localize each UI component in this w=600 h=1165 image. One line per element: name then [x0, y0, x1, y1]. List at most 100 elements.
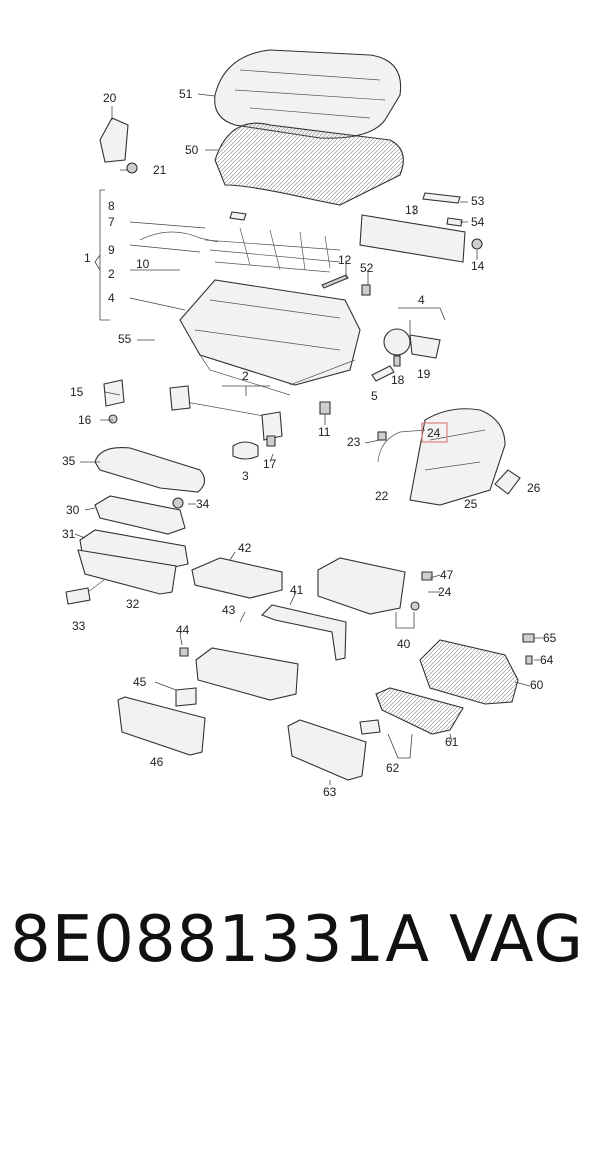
- part-25-side-trim: [409, 408, 506, 506]
- part-7-spring-mat: [204, 227, 341, 273]
- part-19-bracket: [409, 334, 441, 359]
- part-20-bracket: [99, 117, 129, 163]
- part-17-pin: [266, 435, 276, 447]
- part-53-clip: [422, 192, 461, 204]
- leader-lines: [74, 93, 543, 785]
- callout-41: 41: [290, 583, 304, 597]
- callout-16: 16: [78, 413, 92, 427]
- part-number: 8E0881331A: [10, 903, 430, 977]
- part-32-panel: [77, 549, 177, 595]
- callout-24a: 24: [427, 426, 441, 440]
- callout-53: 53: [471, 194, 485, 208]
- brand-label: VAG: [449, 903, 584, 977]
- part-60-housing: [419, 639, 519, 705]
- callout-26: 26: [527, 481, 541, 495]
- part-35-pad: [94, 447, 206, 493]
- callout-2a: 2: [108, 267, 115, 281]
- callout-60: 60: [530, 678, 544, 692]
- part-18-pin: [393, 355, 401, 367]
- part-13-rail: [359, 214, 466, 263]
- part-50-seat-foam: [214, 122, 404, 206]
- callout-52: 52: [360, 261, 374, 275]
- part-21-screw: [126, 162, 138, 174]
- part-2-gear: [261, 411, 283, 441]
- part-11-clip: [319, 401, 331, 415]
- part-64-screw: [525, 655, 533, 665]
- callout-40: 40: [397, 637, 411, 651]
- callout-55: 55: [118, 332, 132, 346]
- part-34-nut: [172, 497, 184, 509]
- callout-11: 11: [318, 425, 331, 439]
- part-33-switch: [65, 587, 91, 605]
- exploded-parts-diagram: 51 50 20 21 8 7 9 10 1 2 4 12 52 13 53 5…: [62, 49, 557, 799]
- callout-31: 31: [62, 527, 76, 541]
- callout-34: 34: [196, 497, 210, 511]
- callout-17: 17: [263, 457, 277, 471]
- callout-24b: 24: [438, 585, 452, 599]
- callout-1: 1: [84, 251, 91, 265]
- part-44-screw: [179, 647, 189, 657]
- callout-15: 15: [70, 385, 84, 399]
- callout-54: 54: [471, 215, 485, 229]
- part-47-clip: [421, 571, 433, 581]
- callout-12: 12: [338, 253, 352, 267]
- callout-43: 43: [222, 603, 236, 617]
- callout-50: 50: [185, 143, 199, 157]
- callout-19: 19: [417, 367, 431, 381]
- callout-3: 3: [242, 469, 249, 483]
- callout-44: 44: [176, 623, 190, 637]
- part-30-tray: [94, 495, 186, 535]
- callout-35: 35: [62, 454, 76, 468]
- callout-64: 64: [540, 653, 554, 667]
- part-41-cover: [261, 604, 347, 661]
- part-22-cable: [377, 429, 426, 463]
- callout-62: 62: [386, 761, 400, 775]
- callout-21: 21: [153, 163, 167, 177]
- part-40-housing: [317, 557, 406, 615]
- callout-32: 32: [126, 597, 140, 611]
- callout-30: 30: [66, 503, 80, 517]
- callout-18: 18: [391, 373, 405, 387]
- callout-51: 51: [179, 87, 193, 101]
- part-12-rod: [321, 274, 349, 289]
- part-3-cap: [232, 441, 259, 460]
- part-4-seat-frame: [179, 279, 361, 396]
- part-54-clip: [446, 217, 463, 227]
- part-14-bolt: [471, 238, 483, 250]
- part-63-cover: [287, 719, 367, 781]
- part-26-cover: [494, 469, 521, 495]
- part-16-screw: [108, 414, 118, 424]
- part-2-bracket: [169, 385, 191, 411]
- part-10-cable: [139, 231, 219, 243]
- callout-61: 61: [445, 735, 459, 749]
- callout-8: 8: [108, 199, 115, 213]
- part-23-clip: [377, 431, 387, 441]
- part-5-handle: [371, 365, 395, 382]
- callout-45: 45: [133, 675, 147, 689]
- part-19-recliner: [383, 328, 411, 356]
- callout-25: 25: [464, 497, 478, 511]
- part-8-clip: [229, 211, 247, 221]
- callout-22: 22: [375, 489, 389, 503]
- highlight-box-24: [421, 422, 448, 443]
- part-65-clip: [522, 633, 535, 643]
- part-40-screw: [410, 601, 420, 611]
- callout-4b: 4: [418, 293, 425, 307]
- callout-42: 42: [238, 541, 252, 555]
- callout-4a: 4: [108, 291, 115, 305]
- callout-20: 20: [103, 91, 117, 105]
- callout-9: 9: [108, 243, 115, 257]
- callout-10: 10: [136, 257, 150, 271]
- callout-labels: 51 50 20 21 8 7 9 10 1 2 4 12 52 13 53 5…: [62, 87, 557, 799]
- callout-46: 46: [150, 755, 164, 769]
- part-2-rod: [174, 399, 276, 419]
- part-62-connector: [359, 719, 381, 735]
- callout-63: 63: [323, 785, 337, 799]
- part-45-bracket: [175, 687, 197, 707]
- callout-13: 13: [405, 203, 419, 217]
- part-46-cover: [117, 696, 206, 756]
- callout-33: 33: [72, 619, 86, 633]
- part-43-tray: [195, 647, 299, 701]
- part-61-liner: [375, 687, 464, 735]
- part-15-latch: [103, 379, 125, 407]
